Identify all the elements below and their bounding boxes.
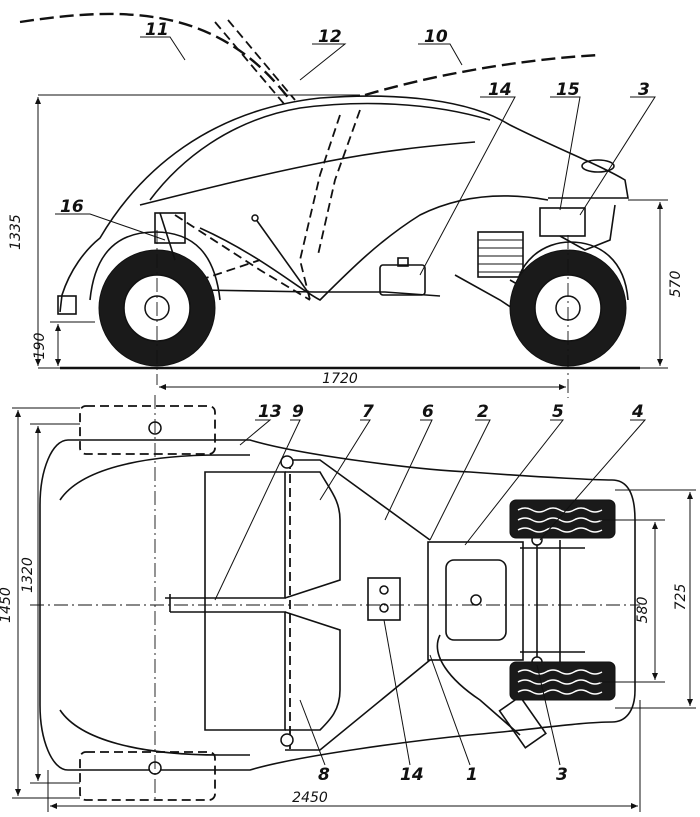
callout-14-side: 14: [488, 80, 512, 100]
engine-box-15: [539, 207, 586, 237]
callout-13: 13: [258, 402, 282, 422]
rear-frame-strut: [559, 204, 616, 251]
front-left-wheel-outline: [79, 405, 216, 455]
rear-left-tread: [517, 507, 603, 533]
tank-bolt-1: [379, 585, 389, 595]
front-bumper: [57, 295, 77, 315]
leader-12: [299, 43, 347, 81]
callout-10: 10: [424, 27, 448, 47]
engine-cylinder: [477, 231, 524, 278]
leader-11: [140, 36, 186, 61]
rear-track-label: 580: [635, 597, 651, 624]
callout-5: 5: [552, 402, 564, 422]
leader-7: [319, 419, 371, 501]
axle-crossmembers: [520, 547, 585, 653]
callout-6: 6: [422, 402, 434, 422]
callout-2: 2: [477, 402, 489, 422]
seat-right: [204, 611, 286, 731]
steering-column: [254, 217, 311, 296]
leader-3-side: [579, 96, 656, 216]
fuel-tank-side: [379, 264, 426, 296]
rear-left-tire-top: [509, 499, 616, 539]
exhaust: [498, 695, 547, 749]
callout-11: 11: [145, 20, 169, 40]
engine-subframe: [427, 541, 524, 661]
frame-joint-bottom: [280, 733, 294, 747]
rear-right-tread: [517, 669, 603, 695]
frame-joint-top: [280, 455, 294, 469]
leader-8: [299, 699, 326, 766]
front-right-wheel-outline: [79, 751, 216, 801]
front-wheel: [89, 230, 221, 385]
callout-12: 12: [318, 27, 342, 47]
body-outline-top: [39, 439, 636, 771]
inner-width-label: 1320: [20, 557, 36, 593]
callout-1: 1: [466, 765, 478, 785]
top-view: 1450 1320 725 580 2450 13: [0, 395, 696, 812]
callout-3-side: 3: [638, 80, 650, 100]
callout-14-top: 14: [400, 765, 424, 785]
overall-height-label: 1335: [8, 214, 24, 250]
rear-right-tire-top: [509, 661, 616, 701]
canopy-open-outline: [19, 12, 291, 101]
canopy-strut: [214, 19, 296, 106]
window-line-lower: [139, 141, 476, 206]
rear-right-tire: [509, 661, 616, 701]
callout-8: 8: [318, 765, 330, 785]
frame-rail: [199, 289, 441, 297]
fuel-cap: [397, 257, 409, 267]
wheelbase-label: 1720: [322, 371, 358, 387]
side-view: 1335 190 570 1720 11 12 10 14 15 3 16: [8, 12, 684, 398]
leader-4: [539, 419, 647, 541]
seat-outline: [299, 109, 361, 301]
seat-right-back: [284, 611, 341, 731]
leader-15: [550, 96, 581, 211]
rear-height-label: 570: [668, 271, 684, 298]
canopy-lid-outline: [364, 53, 601, 97]
callout-7: 7: [362, 402, 374, 422]
window-line-upper: [149, 102, 491, 201]
seat-left: [204, 471, 286, 599]
front-suspension-strut: [159, 212, 176, 261]
engine-top: [445, 559, 507, 641]
callout-16: 16: [60, 197, 84, 217]
swing-arm-top: [436, 634, 521, 736]
leader-1: [429, 654, 471, 766]
leader-10: [418, 43, 463, 66]
callout-4: 4: [631, 402, 644, 422]
rear-left-tire: [509, 499, 616, 539]
leader-14-top: [383, 619, 411, 766]
side-mirror: [581, 159, 615, 173]
leader-13: [239, 419, 272, 446]
callout-9: 9: [292, 402, 304, 422]
ground-clearance-label: 190: [32, 333, 48, 360]
rear-width-label: 725: [673, 584, 689, 611]
leader-14-side: [419, 96, 516, 276]
callout-3-top: 3: [556, 765, 568, 785]
seat-left-back: [284, 471, 341, 599]
callout-15: 15: [556, 80, 580, 100]
body-shell-outline: [59, 95, 629, 313]
leader-2: [429, 419, 491, 541]
rear-fender: [514, 241, 629, 301]
rear-wheel: [509, 235, 629, 398]
steering-bracket: [165, 594, 171, 612]
seat-frame-dashed: [174, 214, 311, 301]
overall-width-label: 1450: [0, 587, 14, 623]
fuel-tank-top: [367, 577, 401, 621]
frame-tubes-diagonal: [285, 459, 431, 751]
steering-pivot: [251, 214, 259, 222]
leader-3-top: [536, 664, 561, 766]
engine-fins: [478, 239, 523, 273]
cockpit-rim: [59, 454, 250, 756]
overall-length-label: 2450: [292, 790, 328, 806]
leader-9: [214, 419, 301, 601]
leader-16: [55, 213, 166, 241]
side-panel-curve: [199, 195, 549, 301]
leader-5: [464, 419, 565, 546]
leader-6: [384, 419, 433, 521]
tank-bolt-2: [379, 603, 389, 613]
engine-center: [470, 594, 482, 606]
